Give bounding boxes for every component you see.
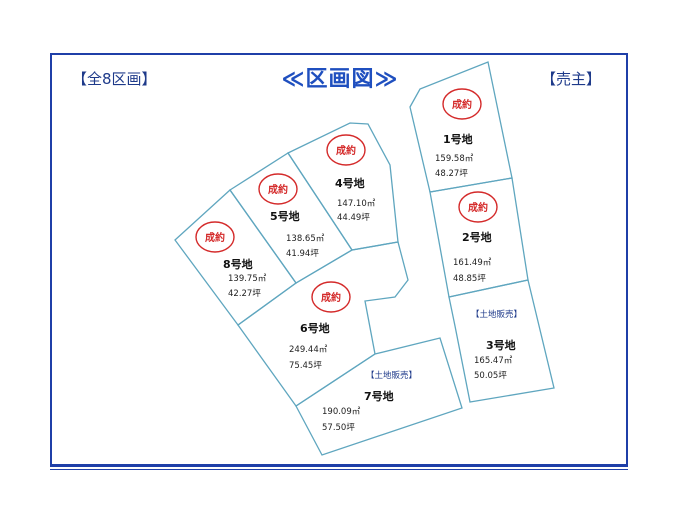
lot-1-boundary[interactable] — [409, 61, 513, 193]
lot-7-tsubo: 57.50坪 — [322, 423, 355, 433]
frame-bottom-line — [50, 469, 628, 470]
lot-7-label: 【土地販売】 7号地 190.09㎡ 57.50坪 — [322, 370, 417, 433]
lot-2-tsubo: 48.85坪 — [453, 274, 486, 284]
lot-6-name: 6号地 — [300, 321, 330, 335]
lot-3-sale-badge: 【土地販売】 — [471, 309, 522, 320]
lot-6-sqm: 249.44㎡ — [289, 345, 328, 355]
lot-5-sqm: 138.65㎡ — [286, 234, 325, 244]
lot-4-tsubo: 44.49坪 — [337, 213, 370, 223]
lot-1-stamp-text: 成約 — [452, 98, 472, 111]
lot-8-tsubo: 42.27坪 — [228, 289, 261, 299]
lot-4-sold-stamp: 成約 — [326, 134, 366, 166]
lot-1-name: 1号地 — [443, 132, 473, 146]
lot-7-sqm: 190.09㎡ — [322, 407, 361, 417]
lot-7-sale-badge: 【土地販売】 — [366, 370, 417, 381]
lot-7-boundary[interactable] — [295, 337, 463, 456]
lot-8-name: 8号地 — [223, 257, 253, 271]
lot-6-stamp-text: 成約 — [321, 291, 341, 304]
lot-8-label: 8号地 139.75㎡ 42.27坪 — [223, 257, 267, 299]
lot-2-label: 2号地 161.49㎡ 48.85坪 — [453, 230, 492, 284]
lot-6-sold-stamp: 成約 — [311, 281, 351, 313]
lot-3-name: 3号地 — [486, 338, 516, 352]
lot-5-name: 5号地 — [270, 209, 300, 223]
lot-3-sqm: 165.47㎡ — [474, 356, 513, 366]
lot-2-stamp-text: 成約 — [468, 201, 488, 214]
seller-label: 【売主】 — [541, 70, 602, 88]
map-frame — [50, 53, 628, 467]
lot-3-label: 【土地販売】 3号地 165.47㎡ 50.05坪 — [471, 309, 522, 381]
lot-4-stamp-text: 成約 — [336, 144, 356, 157]
lot-5-stamp-text: 成約 — [268, 183, 288, 196]
lot-2-sold-stamp: 成約 — [458, 191, 498, 223]
lot-2-sqm: 161.49㎡ — [453, 258, 492, 268]
lot-4-name: 4号地 — [335, 176, 365, 190]
lot-5-tsubo: 41.94坪 — [286, 249, 319, 259]
total-lots-label: 【全8区画】 — [72, 70, 157, 88]
lot-3-tsubo: 50.05坪 — [474, 371, 507, 381]
lot-5-sold-stamp: 成約 — [258, 173, 298, 205]
lot-7-name: 7号地 — [364, 389, 394, 403]
lot-4-sqm: 147.10㎡ — [337, 199, 376, 209]
lot-1-tsubo: 48.27坪 — [435, 169, 468, 179]
lot-1-sqm: 159.58㎡ — [435, 154, 474, 164]
lot-5-label: 5号地 138.65㎡ 41.94坪 — [270, 209, 325, 259]
lot-1-sold-stamp: 成約 — [442, 88, 482, 120]
lot-3-boundary[interactable] — [448, 279, 555, 403]
lot-1-label: 1号地 159.58㎡ 48.27坪 — [435, 132, 474, 179]
lot-6-tsubo: 75.45坪 — [289, 361, 322, 371]
lot-4-label: 4号地 147.10㎡ 44.49坪 — [335, 176, 376, 223]
lot-6-label: 6号地 249.44㎡ 75.45坪 — [289, 321, 330, 371]
page-title: ≪区画図≫ — [281, 67, 399, 92]
lot-8-sold-stamp: 成約 — [195, 221, 235, 253]
lot-2-name: 2号地 — [462, 230, 492, 244]
lot-8-stamp-text: 成約 — [205, 231, 225, 244]
lot-8-sqm: 139.75㎡ — [228, 274, 267, 284]
